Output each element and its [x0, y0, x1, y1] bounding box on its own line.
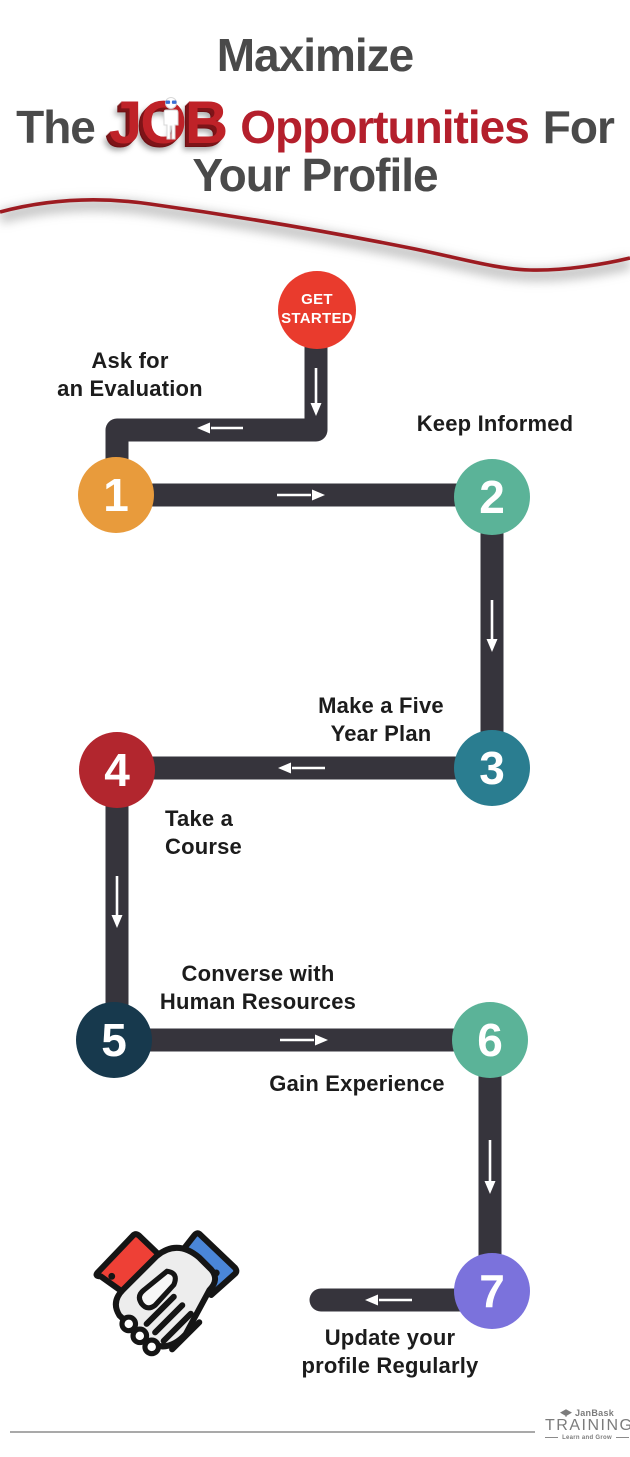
arrow-down-icon — [111, 915, 123, 928]
page-title-line1: Maximize — [216, 29, 415, 81]
page-title-line3: Your Profile — [192, 149, 438, 201]
step-label-line: Ask for — [91, 348, 169, 373]
arrow-down-icon — [484, 1181, 496, 1194]
wave-divider — [0, 198, 630, 282]
arrow-left-icon — [365, 1294, 378, 1306]
title-highlight: Opportunities — [240, 101, 530, 153]
step-number: 7 — [479, 1265, 505, 1317]
arrow-right-icon — [312, 489, 325, 501]
step-label-2: Keep Informed — [395, 410, 595, 438]
step-label-line: Course — [165, 833, 242, 859]
step-label-4: Take a Course — [165, 805, 305, 861]
job-3d-word: JOB — [109, 88, 228, 157]
step-label-line: Take a — [165, 806, 234, 831]
step-label-6: Gain Experience — [257, 1070, 457, 1098]
brand-main: TRAINING — [545, 1417, 630, 1434]
step-label-line: Converse with — [181, 961, 335, 986]
arrow-left-icon — [197, 422, 210, 434]
arrow-down-icon — [310, 403, 322, 416]
step-label-line: Make a Five — [318, 693, 444, 718]
brand-dash — [615, 1437, 629, 1439]
step-number: 6 — [477, 1014, 503, 1066]
get-started-line2: STARTED — [281, 310, 353, 327]
step-label-line: Keep Informed — [416, 411, 574, 436]
step-label-line: Human Resources — [159, 988, 357, 1014]
get-started-line1: GET — [301, 291, 333, 309]
step-number: 2 — [479, 471, 505, 523]
graduation-cap-icon — [559, 1408, 572, 1417]
step-node-7: 7 — [454, 1253, 530, 1329]
arrow-down-icon — [486, 639, 498, 652]
handshake-icon — [93, 1230, 240, 1357]
step-number: 5 — [101, 1014, 127, 1066]
title-prefix: The — [16, 101, 96, 153]
step-label-line: an Evaluation — [57, 375, 203, 401]
brand-name: JanBask — [574, 1408, 615, 1418]
step-node-5: 5 — [76, 1002, 152, 1078]
step-label-7: Update your profile Regularly — [290, 1324, 490, 1380]
step-node-6: 6 — [452, 1002, 528, 1078]
step-label-line: Update your — [324, 1325, 456, 1350]
wave-shadow — [0, 198, 630, 282]
step-label-line: profile Regularly — [301, 1352, 479, 1378]
step-number: 1 — [103, 469, 129, 521]
step-node-4: 4 — [79, 732, 155, 808]
arrow-left-icon — [278, 762, 291, 774]
page-title-line2: The JOB Opportunities For — [0, 88, 630, 157]
brand-dash — [545, 1437, 559, 1439]
step-number: 3 — [479, 742, 505, 794]
road-1-to-7 — [105, 483, 504, 1291]
person-with-binoculars-icon — [163, 97, 179, 140]
wave-line — [0, 198, 630, 272]
footer-divider — [10, 1431, 535, 1433]
title-suffix: For — [542, 101, 615, 153]
step-node-3: 3 — [454, 730, 530, 806]
road-start-to-1 — [105, 300, 328, 468]
brand-tagline: Learn and Grow — [562, 1434, 612, 1441]
get-started-badge: GET STARTED — [278, 271, 356, 349]
step-number: 4 — [104, 744, 130, 796]
step-label-3: Make a Five Year Plan — [295, 692, 467, 748]
arrow-right-icon — [315, 1034, 328, 1046]
brand-logo: JanBask TRAINING Learn and Grow — [545, 1408, 630, 1441]
step-node-2: 2 — [454, 459, 530, 535]
step-label-line: Year Plan — [330, 720, 432, 746]
step-label-line: Gain Experience — [269, 1071, 445, 1096]
step-label-5: Converse with Human Resources — [155, 960, 361, 1016]
step-label-1: Ask for an Evaluation — [30, 347, 230, 403]
step-node-1: 1 — [78, 457, 154, 533]
